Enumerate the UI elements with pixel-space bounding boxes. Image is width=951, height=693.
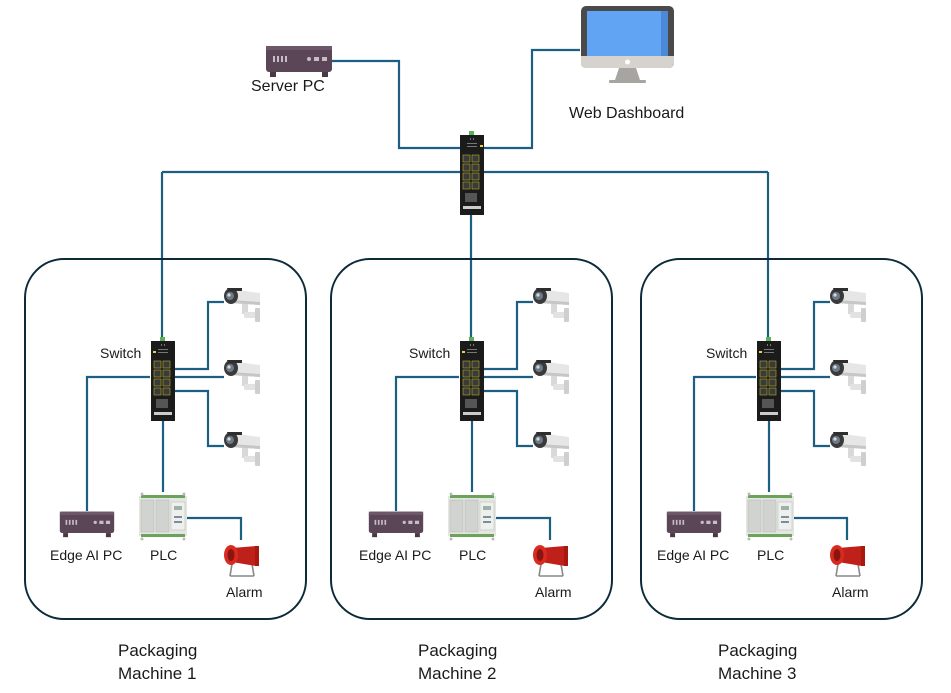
plc-label: PLC bbox=[757, 547, 785, 563]
camera bbox=[828, 284, 870, 327]
siren-icon bbox=[533, 545, 568, 577]
security-camera-icon bbox=[830, 432, 866, 466]
camera bbox=[222, 284, 264, 327]
security-camera-icon bbox=[533, 288, 569, 322]
edge-ai-pc bbox=[666, 510, 722, 543]
machine-name-line1: Packaging bbox=[718, 641, 798, 660]
edge-ai-pc-label: Edge AI PC bbox=[359, 547, 432, 563]
wire-switch-to-edge-pc bbox=[85, 375, 150, 511]
wire-switch-to-camera-3 bbox=[776, 389, 830, 448]
machine-enclosure bbox=[330, 258, 613, 620]
machine-name-line2: Machine 1 bbox=[118, 664, 197, 683]
machine-switch bbox=[150, 337, 176, 421]
security-camera-icon bbox=[830, 288, 866, 322]
camera bbox=[531, 356, 573, 399]
security-camera-icon bbox=[224, 288, 260, 322]
wire-plc-to-alarm bbox=[187, 516, 243, 540]
plc-icon bbox=[139, 492, 187, 541]
plc-icon bbox=[746, 492, 794, 541]
mini-pc-icon bbox=[368, 511, 424, 538]
network-switch-icon bbox=[151, 337, 175, 421]
web-dashboard bbox=[581, 6, 675, 86]
plc bbox=[139, 492, 187, 547]
web-dashboard-label: Web Dashboard bbox=[569, 105, 685, 122]
alarm bbox=[828, 542, 868, 583]
machine-switch bbox=[459, 337, 485, 421]
camera bbox=[531, 284, 573, 327]
machine-name-line1: Packaging bbox=[418, 641, 498, 660]
camera bbox=[222, 356, 264, 399]
alarm bbox=[531, 542, 571, 583]
edge-ai-pc bbox=[59, 510, 115, 543]
alarm-label: Alarm bbox=[535, 584, 572, 600]
mini-pc-icon bbox=[59, 511, 115, 538]
wire-switch-to-camera-3 bbox=[479, 389, 533, 448]
plc-icon bbox=[448, 492, 496, 541]
camera bbox=[828, 428, 870, 471]
wire-switch-to-edge-pc bbox=[394, 375, 459, 511]
wire-server-to-core bbox=[332, 59, 460, 150]
wire-plc-to-alarm bbox=[496, 516, 552, 540]
alarm-label: Alarm bbox=[832, 584, 869, 600]
siren-icon bbox=[224, 545, 259, 577]
mini-pc-icon bbox=[666, 511, 722, 538]
security-camera-icon bbox=[830, 360, 866, 394]
wire-switch-to-edge-pc bbox=[692, 375, 756, 511]
wire-switch-to-camera-1 bbox=[780, 300, 830, 371]
switch-label: Switch bbox=[100, 345, 142, 361]
machine-switch bbox=[756, 337, 782, 421]
network-switch-icon bbox=[460, 131, 484, 215]
machine-name-line2: Machine 2 bbox=[418, 664, 497, 683]
network-switch-icon bbox=[460, 337, 484, 421]
mini-pc-icon bbox=[266, 46, 332, 77]
alarm bbox=[222, 542, 262, 583]
plc-label: PLC bbox=[150, 547, 178, 563]
switch-label: Switch bbox=[409, 345, 451, 361]
plc bbox=[746, 492, 794, 547]
machine-enclosure bbox=[24, 258, 307, 620]
security-camera-icon bbox=[533, 360, 569, 394]
security-camera-icon bbox=[224, 432, 260, 466]
network-switch-icon bbox=[757, 337, 781, 421]
machine-name-line1: Packaging bbox=[118, 641, 198, 660]
edge-ai-pc-label: Edge AI PC bbox=[50, 547, 123, 563]
security-camera-icon bbox=[224, 360, 260, 394]
edge-ai-pc-label: Edge AI PC bbox=[657, 547, 730, 563]
machine-enclosure bbox=[640, 258, 923, 620]
siren-icon bbox=[830, 545, 865, 577]
camera bbox=[222, 428, 264, 471]
plc bbox=[448, 492, 496, 547]
core-switch bbox=[459, 131, 485, 215]
server-pc bbox=[265, 44, 333, 78]
edge-ai-pc bbox=[368, 510, 424, 543]
wire-plc-to-alarm bbox=[794, 516, 849, 540]
wire-dashboard-to-core bbox=[484, 48, 580, 150]
monitor-icon bbox=[581, 6, 674, 83]
wire-switch-to-camera-1 bbox=[483, 300, 533, 371]
machine-name-line2: Machine 3 bbox=[718, 664, 797, 683]
server-pc-label: Server PC bbox=[251, 78, 325, 95]
wire-switch-to-camera-3 bbox=[170, 389, 224, 448]
alarm-label: Alarm bbox=[226, 584, 263, 600]
wire-switch-to-camera-1 bbox=[174, 300, 224, 371]
switch-label: Switch bbox=[706, 345, 748, 361]
camera bbox=[531, 428, 573, 471]
plc-label: PLC bbox=[459, 547, 487, 563]
security-camera-icon bbox=[533, 432, 569, 466]
camera bbox=[828, 356, 870, 399]
